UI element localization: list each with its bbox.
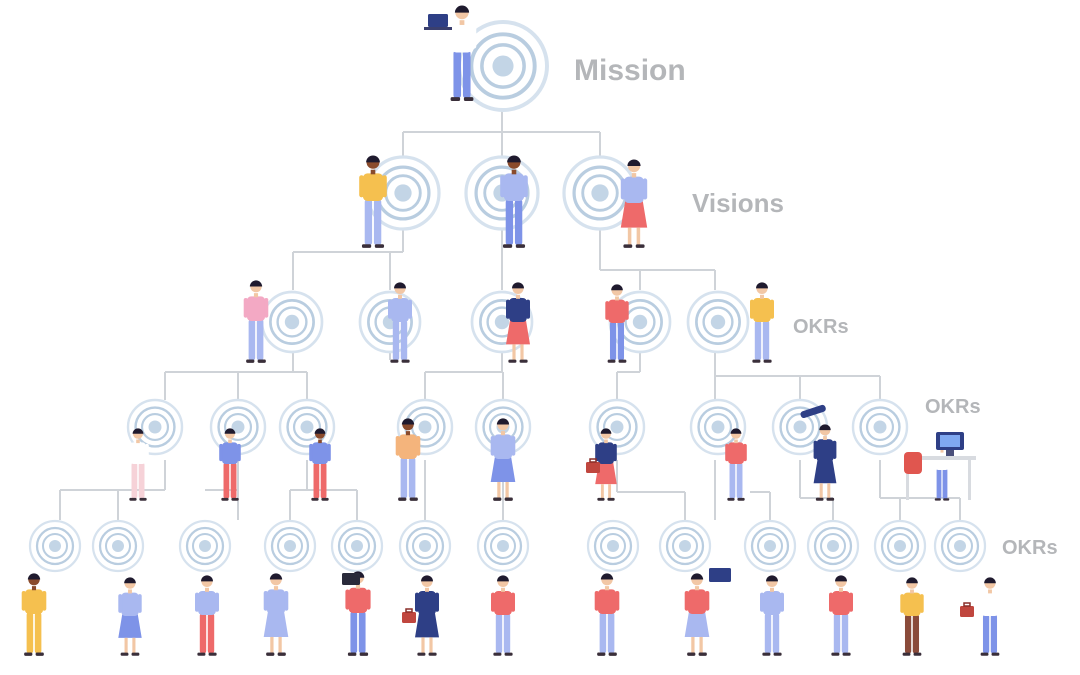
target-icon (260, 290, 324, 354)
level-label-visions: Visions (692, 188, 784, 218)
person-icon (750, 282, 774, 363)
target-icon (873, 519, 927, 573)
level-label-okrs-2: OKRs (925, 396, 981, 418)
briefcase-icon (960, 602, 974, 617)
person-icon (195, 575, 219, 656)
target-icon (689, 398, 747, 456)
person-icon (219, 428, 241, 501)
person-icon (760, 575, 784, 656)
level-label-okrs-1: OKRs (793, 316, 849, 338)
person-icon (388, 282, 412, 363)
target-icon (851, 398, 909, 456)
target-icon (686, 290, 750, 354)
person-icon (359, 155, 387, 248)
person-icon (118, 577, 142, 656)
person-icon (447, 5, 477, 101)
person-icon (594, 573, 620, 656)
person-icon (491, 575, 515, 656)
person-icon (684, 573, 710, 656)
person-icon (309, 428, 331, 501)
level-label-mission: Mission (574, 54, 686, 87)
briefcase-icon (586, 458, 600, 473)
person-icon (978, 577, 1002, 656)
person-icon (725, 428, 747, 501)
computer-desk-icon (904, 432, 976, 500)
person-icon (243, 280, 269, 363)
person-icon (490, 418, 516, 501)
target-icon (658, 519, 712, 573)
props-layer (342, 14, 976, 623)
target-icon (28, 519, 82, 573)
target-icon (178, 519, 232, 573)
person-icon (395, 418, 421, 501)
laptop-icon (709, 568, 731, 582)
target-icon (91, 519, 145, 573)
people-layer (21, 5, 1002, 656)
person-icon (595, 428, 617, 501)
person-icon (605, 284, 629, 363)
target-icon (263, 519, 317, 573)
target-icon (126, 398, 184, 456)
telescope-icon (800, 404, 826, 419)
laptop-icon (424, 14, 452, 30)
target-icon (398, 519, 452, 573)
person-icon (127, 428, 149, 501)
target-icon (743, 519, 797, 573)
target-icon (806, 519, 860, 573)
targets-layer (28, 20, 987, 573)
target-icon (608, 290, 672, 354)
target-icon (562, 155, 638, 231)
target-icon (933, 519, 987, 573)
person-icon (21, 573, 47, 656)
person-icon (829, 575, 853, 656)
person-icon (415, 575, 439, 656)
person-icon (813, 424, 837, 501)
target-icon (457, 20, 549, 112)
person-icon (500, 155, 528, 248)
laptop-icon (342, 573, 360, 585)
level-label-okrs-3: OKRs (1002, 537, 1058, 559)
target-icon (586, 519, 640, 573)
person-icon (263, 573, 289, 656)
briefcase-icon (402, 608, 416, 623)
person-icon (620, 159, 648, 248)
target-icon (365, 155, 441, 231)
person-icon (900, 577, 924, 656)
target-icon (330, 519, 384, 573)
person-icon (506, 282, 530, 363)
target-icon (476, 519, 530, 573)
